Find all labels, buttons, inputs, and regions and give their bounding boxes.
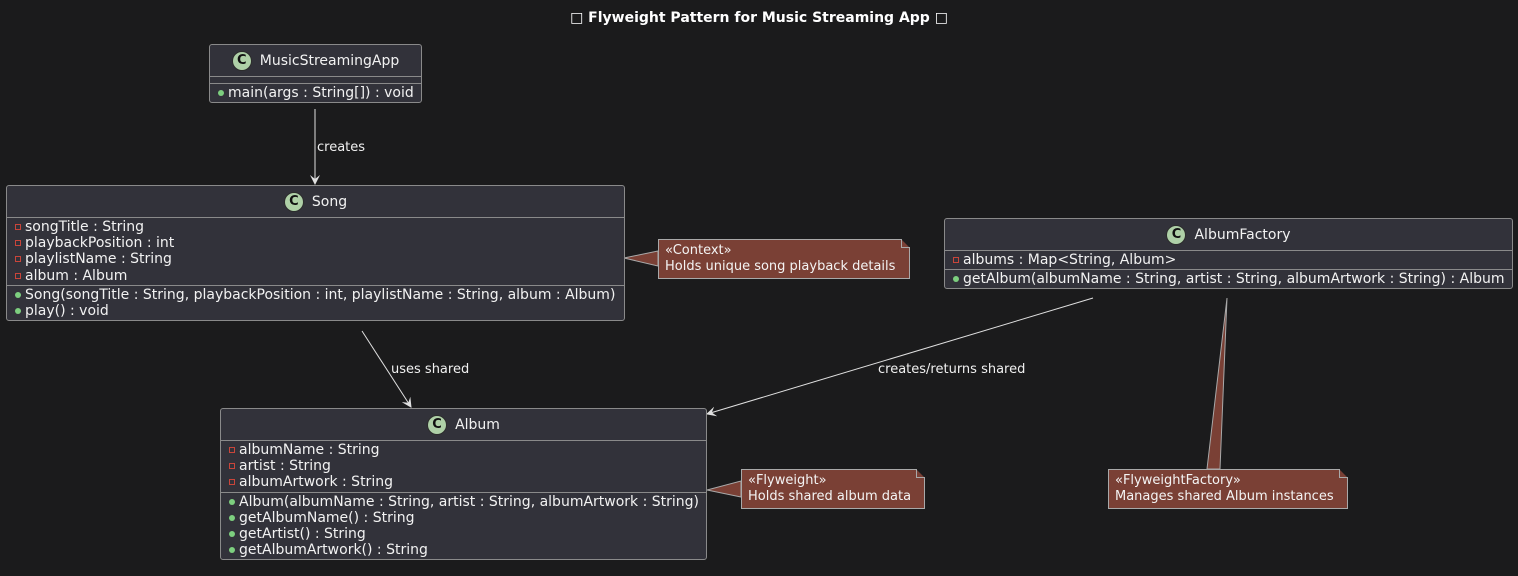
public-icon xyxy=(15,291,21,298)
fields-section: songTitle : String playbackPosition : in… xyxy=(7,218,624,286)
field-row: albums : Map<String, Album> xyxy=(953,252,1512,268)
field-text: albumArtwork : String xyxy=(239,474,393,491)
class-name: Song xyxy=(311,193,348,210)
private-icon xyxy=(953,257,959,264)
class-album[interactable]: C Album albumName : String artist : Stri… xyxy=(220,408,707,561)
method-row: Album(albumName : String, artist : Strin… xyxy=(229,494,706,510)
field-row: artist : String xyxy=(229,458,706,474)
methods-section: Album(albumName : String, artist : Strin… xyxy=(221,493,706,560)
field-row: playbackPosition : int xyxy=(15,235,624,251)
public-icon xyxy=(218,90,224,97)
method-text: getArtist() : String xyxy=(239,525,366,542)
field-row: album : Album xyxy=(15,268,624,284)
field-row: playlistName : String xyxy=(15,251,624,267)
field-text: albums : Map<String, Album> xyxy=(963,252,1177,268)
public-icon xyxy=(229,531,235,538)
class-song[interactable]: C Song songTitle : String playbackPositi… xyxy=(6,185,625,322)
note-fold xyxy=(1339,469,1348,478)
method-row: play() : void xyxy=(15,303,624,319)
method-text: getAlbum(albumName : String, artist : St… xyxy=(963,271,1505,288)
public-icon xyxy=(229,547,235,554)
edge-label-creates-returns-shared: creates/returns shared xyxy=(878,362,1026,377)
method-row: main(args : String[]) : void xyxy=(218,85,421,101)
edge-song-album xyxy=(361,330,412,408)
private-icon xyxy=(15,240,21,247)
note-link-factory xyxy=(1206,297,1228,470)
public-icon xyxy=(229,514,235,521)
public-icon xyxy=(229,498,235,505)
diagram-title: □ Flyweight Pattern for Music Streaming … xyxy=(570,10,948,26)
fields-section xyxy=(210,77,421,84)
note-flyweight: «Flyweight» Holds shared album data xyxy=(741,469,925,509)
field-text: songTitle : String xyxy=(25,219,145,235)
field-text: album : Album xyxy=(25,267,128,284)
method-text: play() : void xyxy=(25,302,109,319)
method-row: getAlbum(albumName : String, artist : St… xyxy=(953,271,1512,287)
note-context: «Context» Holds unique song playback det… xyxy=(658,239,910,279)
class-header: C Album xyxy=(221,409,706,441)
method-text: getAlbumName() : String xyxy=(239,509,415,526)
note-stereotype: «Context» xyxy=(665,243,732,258)
class-icon: C xyxy=(427,414,448,435)
class-name: Album xyxy=(455,416,500,433)
private-icon xyxy=(15,224,21,231)
field-row: albumName : String xyxy=(229,442,706,458)
private-icon xyxy=(15,256,21,263)
fields-section: albumName : String artist : String album… xyxy=(221,441,706,493)
public-icon xyxy=(15,308,21,315)
edge-label-creates: creates xyxy=(317,140,366,155)
edge-factory-album xyxy=(706,297,1094,417)
field-text: artist : String xyxy=(239,458,331,475)
class-icon: C xyxy=(1166,224,1187,245)
note-stereotype: «Flyweight» xyxy=(748,473,827,488)
private-icon xyxy=(229,479,235,486)
method-row: getAlbumName() : String xyxy=(229,510,706,526)
note-link-flyweight xyxy=(706,480,742,498)
method-text: Album(albumName : String, artist : Strin… xyxy=(239,493,700,510)
field-text: playbackPosition : int xyxy=(25,235,175,252)
class-header: C AlbumFactory xyxy=(945,219,1512,251)
class-music-streaming-app[interactable]: C MusicStreamingApp main(args : String[]… xyxy=(209,44,422,104)
method-text: Song(songTitle : String, playbackPositio… xyxy=(25,286,616,303)
fields-section: albums : Map<String, Album> xyxy=(945,251,1512,271)
methods-section: Song(songTitle : String, playbackPositio… xyxy=(7,286,624,320)
field-text: albumName : String xyxy=(239,442,380,458)
private-icon xyxy=(229,447,235,454)
class-icon: C xyxy=(231,50,252,71)
public-icon xyxy=(953,276,959,283)
edge-label-uses-shared: uses shared xyxy=(391,362,470,377)
method-row: getAlbumArtwork() : String xyxy=(229,542,706,558)
note-fold xyxy=(901,239,910,248)
method-text: main(args : String[]) : void xyxy=(228,85,414,101)
field-row: albumArtwork : String xyxy=(229,474,706,490)
class-name: MusicStreamingApp xyxy=(259,52,400,69)
methods-section: main(args : String[]) : void xyxy=(210,84,421,102)
class-header: C MusicStreamingApp xyxy=(210,45,421,77)
class-icon: C xyxy=(283,191,304,212)
class-name: AlbumFactory xyxy=(1194,226,1291,243)
note-link-context xyxy=(623,250,659,267)
note-text: Holds shared album data xyxy=(748,489,912,504)
private-icon xyxy=(229,463,235,470)
field-text: playlistName : String xyxy=(25,251,172,268)
field-row: songTitle : String xyxy=(15,219,624,235)
note-text: Holds unique song playback details xyxy=(665,259,896,274)
class-header: C Song xyxy=(7,186,624,218)
note-fold xyxy=(916,469,925,478)
method-text: getAlbumArtwork() : String xyxy=(239,542,428,559)
class-album-factory[interactable]: C AlbumFactory albums : Map<String, Albu… xyxy=(944,218,1513,290)
methods-section: getAlbum(albumName : String, artist : St… xyxy=(945,270,1512,288)
note-text: Manages shared Album instances xyxy=(1115,489,1334,504)
note-factory: «FlyweightFactory» Manages shared Album … xyxy=(1108,469,1348,509)
method-row: getArtist() : String xyxy=(229,526,706,542)
method-row: Song(songTitle : String, playbackPositio… xyxy=(15,287,624,303)
private-icon xyxy=(15,272,21,279)
note-stereotype: «FlyweightFactory» xyxy=(1115,473,1241,488)
